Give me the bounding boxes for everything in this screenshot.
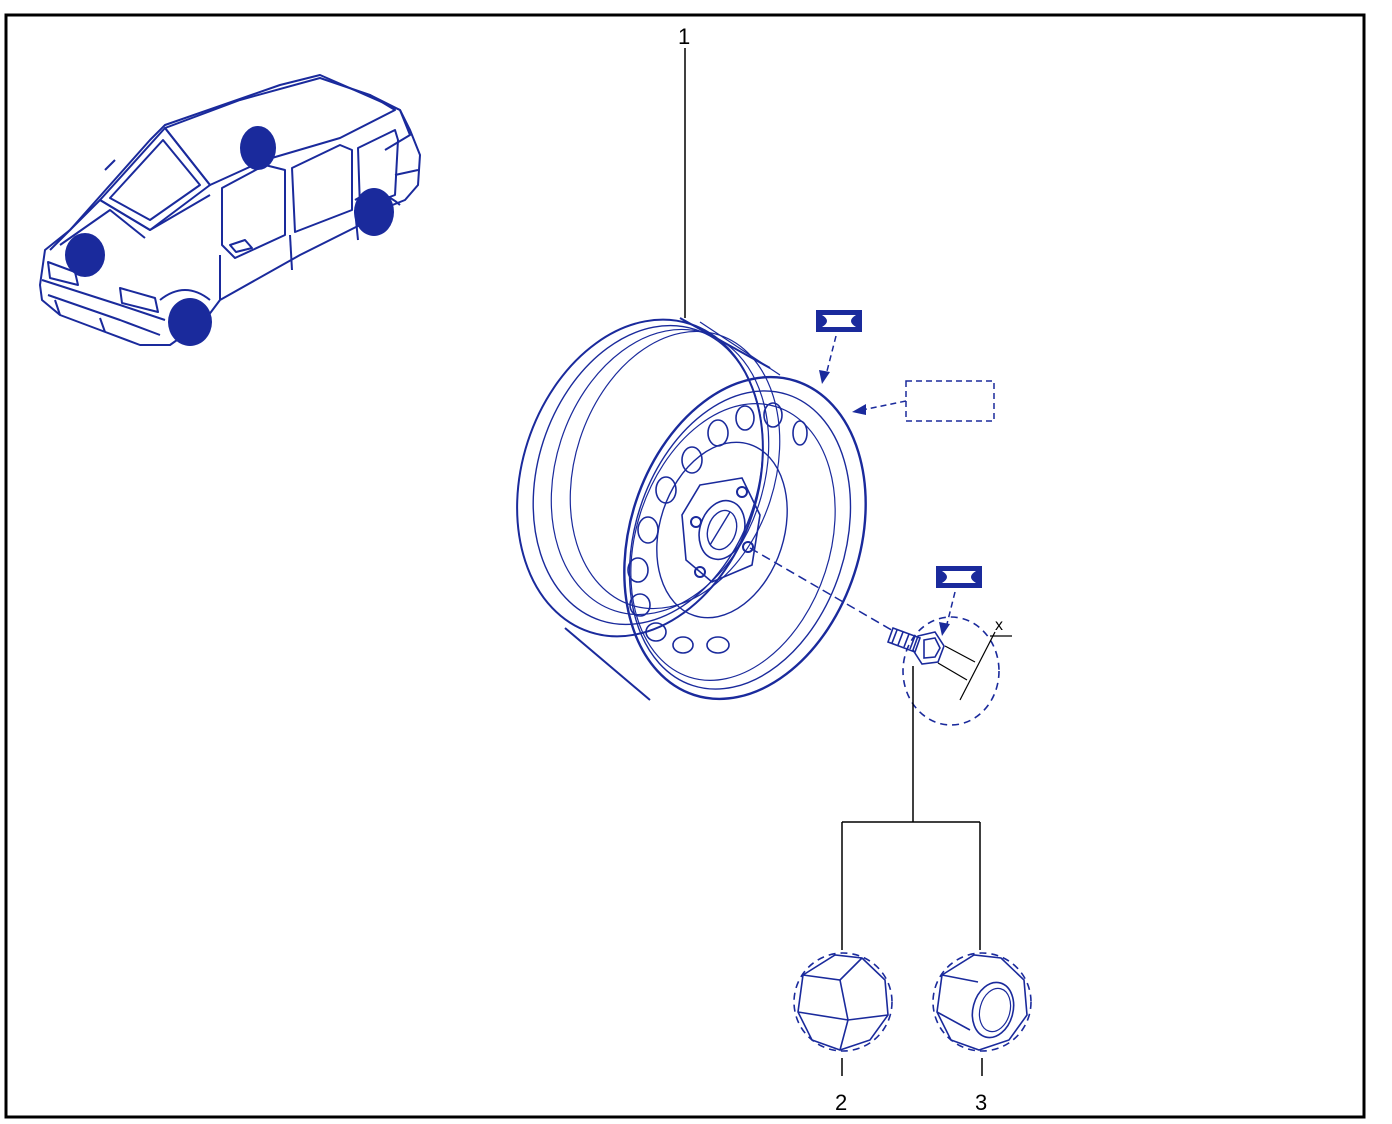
wheel-marker-rear-left: [240, 126, 276, 170]
bolt-cap-closed: [793, 952, 893, 1052]
steel-wheel: [478, 287, 906, 730]
grease-leader-bolt: [945, 591, 956, 629]
wheel-position-markers: [65, 126, 394, 346]
variant-tree: [841, 666, 983, 1076]
wheel-marker-front-right: [168, 298, 212, 346]
wheel-marker-front-left: [65, 233, 105, 277]
dimension-x: [937, 631, 1012, 701]
callout-1: 1: [678, 24, 690, 49]
grease-leader-top: [825, 335, 837, 376]
dimension-label: x: [995, 617, 1003, 634]
label-leader: [861, 400, 907, 411]
bolt-cap-open: [932, 952, 1032, 1052]
callout-3: 3: [975, 1090, 987, 1115]
arrow-head-top: [819, 370, 830, 384]
arrow-head-label: [852, 404, 866, 415]
wheel-bolt: [886, 616, 1000, 726]
grease-symbol-icon: [816, 310, 862, 332]
wheel-marker-rear-right: [354, 188, 394, 236]
callout-2: 2: [835, 1090, 847, 1115]
grease-symbol-icon-bolt: [936, 566, 982, 588]
arrow-head-bolt: [939, 622, 950, 636]
